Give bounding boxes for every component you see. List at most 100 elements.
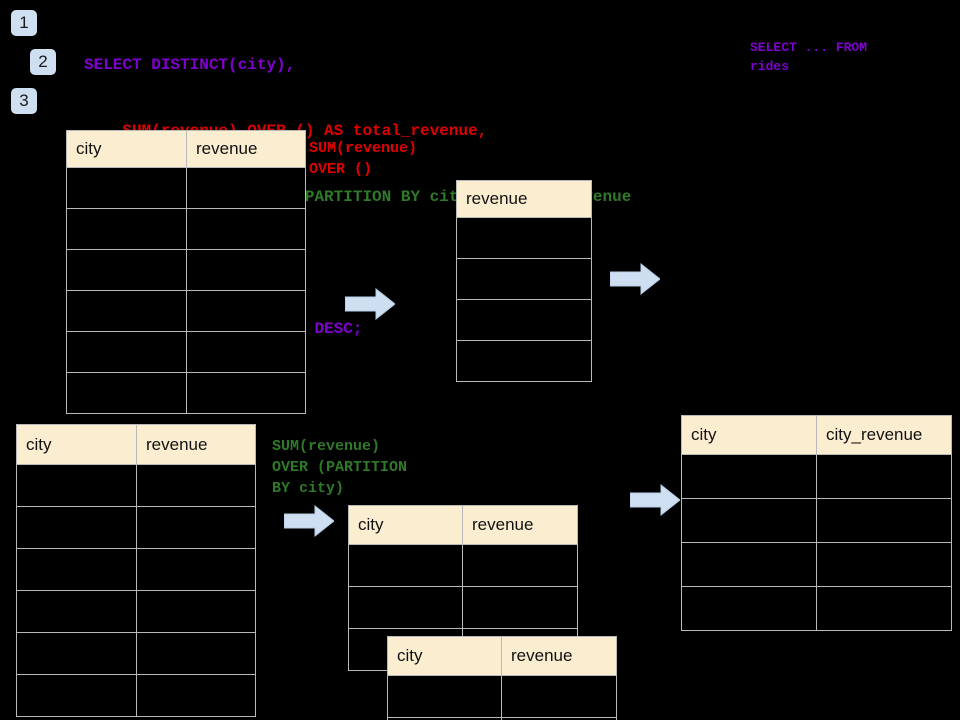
cell-revenue: [136, 548, 256, 591]
sql-line-select: SELECT DISTINCT(city),: [84, 56, 296, 74]
cell-revenue: [186, 167, 306, 209]
cell-revenue: [136, 632, 256, 675]
table-row: [66, 372, 306, 414]
cell-city: [348, 586, 463, 629]
cell-revenue: [136, 674, 256, 717]
table-result-city-revenue: city city_revenue: [681, 415, 952, 631]
cell-city-revenue: [816, 586, 952, 631]
table-row: [16, 464, 256, 507]
table-row: [66, 249, 306, 291]
table-row: [348, 544, 578, 587]
column-header-city: city: [681, 415, 817, 455]
cell-revenue: [501, 717, 617, 720]
cell-revenue: [456, 340, 592, 382]
cell-city-revenue: [816, 498, 952, 543]
cell-revenue: [186, 208, 306, 250]
cell-city: [66, 208, 187, 250]
cell-city: [387, 675, 502, 718]
cell-city: [66, 249, 187, 291]
table-row: [16, 674, 256, 717]
column-header-revenue: revenue: [456, 180, 592, 218]
arrow-source-to-total: [345, 288, 395, 320]
table-row: [16, 506, 256, 549]
table-row: [16, 590, 256, 633]
cell-city: [66, 290, 187, 332]
cell-city: [16, 674, 137, 717]
annotation-over-empty: SUM(revenue) OVER (): [309, 140, 418, 178]
table-row: [66, 331, 306, 373]
table-row: [16, 632, 256, 675]
cell-revenue: [186, 249, 306, 291]
table-row: [456, 258, 592, 300]
cell-revenue: [456, 217, 592, 259]
table-row: [456, 340, 592, 382]
cell-city: [681, 542, 817, 587]
cell-city: [16, 464, 137, 507]
cell-city-revenue: [816, 542, 952, 587]
table-row: [681, 586, 952, 631]
table-row: [16, 548, 256, 591]
cell-city-revenue: [816, 454, 952, 499]
cell-revenue: [456, 258, 592, 300]
cell-revenue: [186, 290, 306, 332]
table-row: [348, 586, 578, 629]
arrow-source-to-partition: [284, 505, 334, 537]
column-header-city: city: [16, 424, 137, 465]
cell-city: [348, 544, 463, 587]
cell-city: [16, 506, 137, 549]
arrow-partition-to-result: [630, 484, 680, 516]
arrow-total-to-result: [610, 263, 660, 295]
table-row: [681, 454, 952, 499]
table-header-row: city revenue: [16, 424, 256, 465]
table-header-row: revenue: [456, 180, 592, 218]
table-row: [681, 542, 952, 587]
column-header-city-revenue: city_revenue: [816, 415, 952, 455]
table-header-row: city city_revenue: [681, 415, 952, 455]
cell-revenue: [456, 299, 592, 341]
cell-city: [66, 167, 187, 209]
cell-city: [16, 548, 137, 591]
step-badge-1: 1: [11, 10, 37, 36]
annotation-partition-by-city: SUM(revenue) OVER (PARTITION BY city): [272, 438, 408, 497]
column-header-revenue: revenue: [136, 424, 256, 465]
table-header-row: city revenue: [66, 130, 306, 168]
table-partition-group-back: city revenue: [348, 505, 578, 671]
cell-city: [66, 331, 187, 373]
cell-city: [16, 590, 137, 633]
cell-city: [681, 586, 817, 631]
table-row: [387, 675, 617, 718]
column-header-city: city: [387, 636, 502, 676]
cell-city: [66, 372, 187, 414]
cell-revenue: [186, 372, 306, 414]
cell-city: [681, 498, 817, 543]
step-badge-2: 2: [30, 49, 56, 75]
table-row: [66, 290, 306, 332]
table-row: [681, 498, 952, 543]
cell-revenue: [501, 675, 617, 718]
cell-revenue: [136, 506, 256, 549]
cell-revenue: [462, 544, 578, 587]
column-header-revenue: revenue: [462, 505, 578, 545]
table-row: [456, 217, 592, 259]
table-row: [387, 717, 617, 720]
table-row: [66, 208, 306, 250]
table-rides-source-bottom: city revenue: [16, 424, 256, 717]
cell-revenue: [186, 331, 306, 373]
table-header-row: city revenue: [348, 505, 578, 545]
column-header-city: city: [348, 505, 463, 545]
step-badge-3: 3: [11, 88, 37, 114]
table-header-row: city revenue: [387, 636, 617, 676]
cell-revenue: [462, 586, 578, 629]
column-header-city: city: [66, 130, 187, 168]
table-row: [66, 167, 306, 209]
cell-city: [16, 632, 137, 675]
table-row: [456, 299, 592, 341]
table-rides-source-top: city revenue: [66, 130, 306, 414]
table-total-revenue: revenue: [456, 180, 592, 382]
column-header-revenue: revenue: [501, 636, 617, 676]
cell-city: [681, 454, 817, 499]
table-partition-group-front: city revenue: [387, 636, 617, 720]
column-header-revenue: revenue: [186, 130, 306, 168]
side-note-select-from-rides: SELECT ... FROM rides: [750, 40, 868, 74]
